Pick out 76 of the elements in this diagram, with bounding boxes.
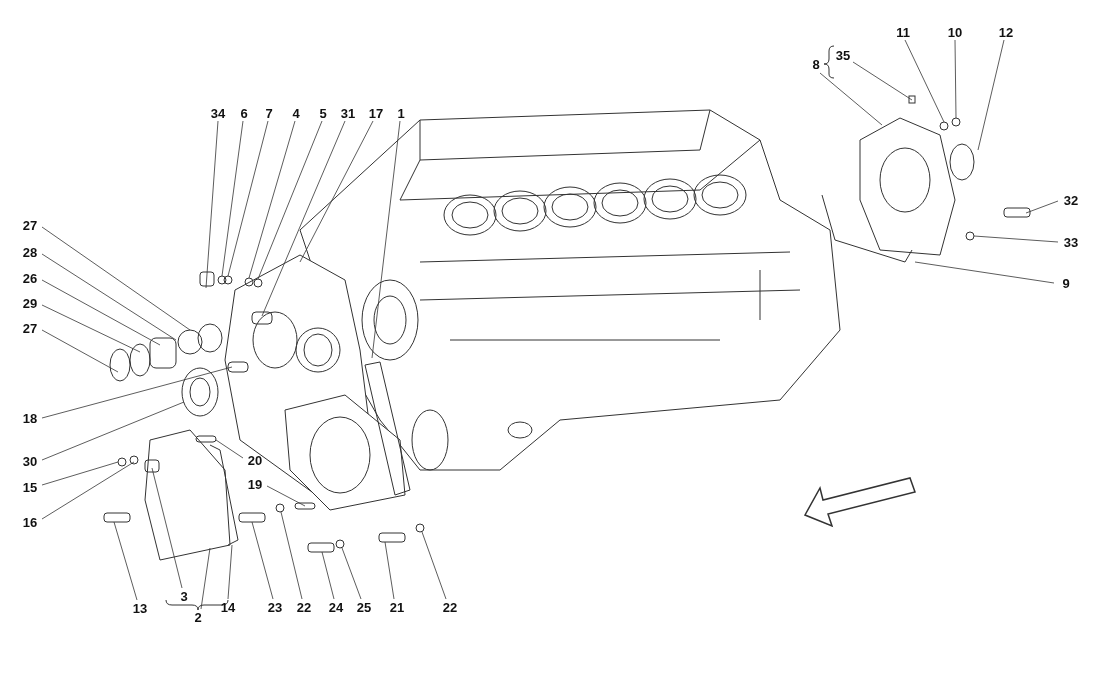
leader-line: [371, 120, 401, 359]
callout-number: 5: [319, 105, 327, 121]
callout-number: 27: [22, 217, 38, 233]
leader-line: [200, 547, 211, 610]
leader-line: [41, 253, 177, 341]
callout-number: 30: [22, 453, 38, 469]
callout-number: 24: [328, 599, 344, 615]
callout-number: 12: [998, 24, 1014, 40]
leader-line: [248, 120, 296, 279]
callout-number: 26: [22, 270, 38, 286]
leader-line: [41, 366, 233, 419]
callout-number: 34: [210, 105, 226, 121]
callout-number: 19: [247, 476, 263, 492]
leader-line: [299, 120, 374, 263]
leader-line: [384, 541, 395, 600]
leader-line: [251, 521, 274, 600]
callout-number: 29: [22, 295, 38, 311]
front-cover-drawing: [103, 254, 425, 561]
callout-number: 13: [132, 600, 148, 616]
leader-line: [41, 304, 141, 353]
leader-line: [321, 551, 335, 600]
callout-number: 6: [240, 105, 248, 121]
callout-number: 15: [22, 479, 38, 495]
leader-line: [41, 461, 119, 486]
callout-number: 22: [442, 599, 458, 615]
callout-number: 16: [22, 514, 38, 530]
callout-number: 17: [368, 105, 384, 121]
leader-line: [227, 544, 233, 600]
leader-line: [257, 120, 323, 280]
leader-line: [914, 261, 1055, 284]
leader-line: [151, 467, 183, 589]
leader-line: [261, 120, 346, 317]
leader-line: [41, 329, 119, 373]
callout-number: 23: [267, 599, 283, 615]
leader-line: [221, 120, 244, 277]
leader-line: [819, 72, 883, 126]
leader-line: [205, 120, 219, 289]
callout-number: 1: [397, 105, 405, 121]
callout-number: 28: [22, 244, 38, 260]
leader-line: [215, 439, 244, 459]
callout-number: 27: [22, 320, 38, 336]
leader-line: [954, 39, 957, 119]
callout-number: 8: [812, 56, 820, 72]
callout-number: 31: [340, 105, 356, 121]
callout-number: 2: [194, 609, 202, 625]
leader-line: [977, 39, 1005, 151]
leader-line: [904, 39, 945, 123]
callout-number: 20: [247, 452, 263, 468]
callout-number: 11: [896, 24, 910, 40]
callout-number: 3: [180, 588, 188, 604]
callout-number: 9: [1062, 275, 1070, 291]
callout-number: 21: [389, 599, 405, 615]
leader-line: [280, 511, 303, 600]
leader-line: [41, 461, 135, 520]
leader-line: [973, 235, 1059, 243]
callout-number: 18: [22, 410, 38, 426]
leader-line: [341, 547, 362, 600]
leader-line: [421, 531, 447, 600]
leader-line: [41, 279, 161, 346]
leader-line: [113, 521, 138, 601]
callout-number: 7: [265, 105, 273, 121]
leader-line: [266, 485, 306, 507]
callout-number: 4: [292, 105, 300, 121]
callout-number: 32: [1063, 192, 1079, 208]
callout-number: 22: [296, 599, 312, 615]
rear-cover-drawing: [821, 95, 1031, 263]
leader-line: [41, 226, 191, 331]
leader-line: [227, 120, 269, 277]
callout-number: 33: [1063, 234, 1079, 250]
callout-number: 14: [220, 599, 236, 615]
leader-line: [41, 401, 185, 461]
leader-line: [852, 61, 913, 101]
leader-line: [1025, 200, 1059, 214]
callout-number: 25: [356, 599, 372, 615]
callout-number: 35: [835, 47, 851, 63]
callout-number: 10: [947, 24, 963, 40]
